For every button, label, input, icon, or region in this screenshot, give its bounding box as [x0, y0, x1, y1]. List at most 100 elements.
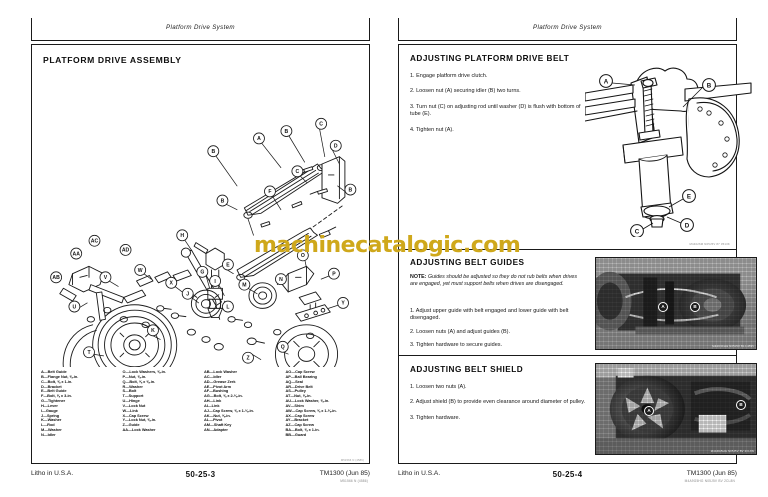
legend-item: L—Rod: [41, 422, 55, 428]
svg-text:X: X: [170, 281, 174, 287]
drawing-code: M51566 N (4586): [340, 459, 364, 462]
svg-text:AB: AB: [52, 275, 60, 281]
svg-text:AD: AD: [122, 248, 130, 254]
instruction-step: 2. Loosen nut (A) securing idler (B) two…: [410, 88, 521, 95]
legend-item: AX—Cap Screw: [285, 412, 315, 418]
legend-item: O—Lock Washers, ⅝-in.: [122, 369, 167, 374]
legend-item: P—Nut, ⅝-in.: [122, 373, 147, 379]
parts-legend: A—Belt Guide B—Flange Nut, ⅝-in. C—Bolt,…: [41, 369, 365, 438]
legend-item: BA—Bolt, ⅝ x 1-in.: [285, 427, 320, 433]
legend-item: X—Cap Screw: [122, 412, 149, 418]
svg-text:A: A: [604, 78, 609, 85]
halftone-grain: [596, 258, 756, 349]
right-page: Platform Drive System ADJUSTING PLATFORM…: [384, 0, 768, 497]
legend-item: AM—Shaft Key: [204, 422, 232, 428]
legend-item: G—Tightener: [41, 398, 66, 404]
page-number: 50-25-4: [552, 470, 583, 479]
instruction-step: 3. Turn nut (C) on adjusting rod until w…: [410, 103, 581, 118]
legend-item: R—Washer: [122, 383, 143, 389]
svg-text:G: G: [200, 270, 204, 276]
legend-item: D—Bracket: [41, 383, 62, 389]
legend-item: AE—Pivot Arm: [204, 383, 232, 389]
legend-item: S—Bolt: [122, 388, 137, 394]
legend-item: AH—Link: [204, 398, 222, 404]
svg-text:T: T: [87, 350, 91, 356]
legend-item: Q—Bolt, ⅝ x ⅝-in.: [122, 378, 156, 384]
svg-text:H: H: [180, 233, 184, 239]
svg-text:M: M: [242, 282, 246, 288]
legend-item: AT—Nut, ⅝-in.: [285, 393, 312, 399]
svg-text:A: A: [257, 136, 261, 142]
legend-item: AU—Lock Washer, ⅝-in.: [285, 398, 330, 404]
svg-text:E: E: [687, 193, 691, 200]
svg-text:Z: Z: [246, 356, 249, 362]
legend-item: AZ—Cap Screw: [285, 422, 315, 428]
svg-text:V: V: [104, 275, 108, 281]
svg-text:B: B: [707, 82, 712, 89]
left-page: Platform Drive System PLATFORM DRIVE ASS…: [31, 18, 370, 484]
svg-text:C: C: [296, 169, 300, 175]
legend-item: AD—Grease Zerk: [204, 378, 236, 384]
legend-item: I—Gauge: [41, 407, 58, 413]
legend-item: C—Bolt, ⅝ x 1-in.: [41, 378, 73, 384]
svg-text:B: B: [285, 129, 289, 135]
note-text: Guides should be adjusted so they do not…: [410, 274, 577, 287]
litho-text: Litho in U.S.A.: [398, 470, 441, 477]
svg-text:O: O: [301, 253, 305, 259]
footer-code: M51566 N (4586): [340, 479, 368, 483]
manual-number: TM1300 (Jun 85): [319, 470, 370, 477]
panel-adjusting-belt-guides: ADJUSTING BELT GUIDES NOTE: Guides shoul…: [399, 250, 757, 356]
svg-text:AA: AA: [73, 251, 81, 257]
panel-title: ADJUSTING BELT GUIDES: [410, 258, 525, 267]
legend-item: AO—Cap Screw: [285, 369, 315, 374]
page-number: 50-25-3: [185, 470, 216, 479]
svg-text:D: D: [334, 144, 338, 150]
left-footer: Litho in U.S.A. 50-25-3 TM1300 (Jun 85) …: [31, 470, 370, 484]
svg-text:L: L: [226, 304, 229, 310]
svg-text:B: B: [221, 198, 225, 204]
svg-text:U: U: [73, 304, 77, 310]
figure-code: M44026M N05J5V 87 3513K: [689, 242, 730, 246]
right-running-head: Platform Drive System: [398, 18, 737, 41]
instruction-step: 4. Tighten nut (A).: [410, 126, 454, 133]
legend-item: B—Flange Nut, ⅝-in.: [41, 373, 79, 379]
instruction-step: 3. Tighten hardware to secure guides.: [410, 342, 503, 349]
photo-callout-a: A: [658, 302, 668, 312]
instruction-step: 3. Tighten hardware.: [410, 414, 461, 421]
left-content-box: PLATFORM DRIVE ASSEMBLY: [31, 44, 370, 464]
photo-callout-a: A: [644, 406, 654, 416]
legend-item: N—Idler: [41, 431, 56, 437]
svg-text:W: W: [138, 268, 143, 274]
litho-text: Litho in U.S.A.: [31, 470, 74, 477]
panel-title: ADJUSTING PLATFORM DRIVE BELT: [410, 54, 570, 63]
legend-item: AC—Idler: [204, 373, 222, 379]
site-watermark: machinecatalogic.com: [254, 233, 521, 258]
legend-item: Z—Guide: [122, 422, 140, 428]
legend-item: AV—Shim: [285, 402, 304, 408]
legend-item: AQ—Seal: [285, 378, 303, 384]
legend-item: Y—Lock Nut, ⅝-in.: [122, 417, 157, 423]
svg-text:B: B: [349, 187, 353, 193]
legend-item: AR—Drive Belt: [285, 383, 313, 389]
svg-text:N: N: [279, 277, 283, 283]
panel-title: ADJUSTING BELT SHIELD: [410, 365, 524, 374]
legend-item: AL—Pivot: [204, 417, 223, 423]
legend-item: AF—Bushing: [204, 388, 229, 394]
instruction-step: 2. Adjust shield (B) to provide even cle…: [410, 399, 586, 406]
manual-number: TM1300 (Jun 85): [686, 470, 737, 477]
legend-item: BB—Guard: [285, 431, 307, 437]
note-label: NOTE:: [410, 274, 427, 280]
instruction-step: 2. Loosen nuts (A) and adjust guides (B)…: [410, 328, 510, 335]
instruction-step: 1. Adjust upper guide with belt engaged …: [410, 308, 569, 322]
legend-item: AJ—Cap Screw, ⅝ x 1-⅜-in.: [204, 407, 254, 413]
svg-text:B: B: [211, 149, 215, 155]
footer-code: M4A9G5HG N05J5V BV 2CL8N: [684, 479, 735, 483]
instruction-step: 1. Loosen two nuts (A).: [410, 384, 467, 390]
legend-column-4: AO—Cap Screw AP—Ball Bearing AQ—Seal AR—…: [285, 369, 365, 438]
figure-belt-guides-photo: A B M44U3CHH N05J5V BL L4595: [595, 257, 757, 350]
figure-code: M44U3CHH N05J5V BL L4595: [712, 345, 754, 348]
legend-item: AY—Bracket: [285, 417, 309, 423]
figure-platform-drive-belt: A B C D E: [585, 59, 755, 237]
legend-item: H—Lever: [41, 402, 58, 408]
